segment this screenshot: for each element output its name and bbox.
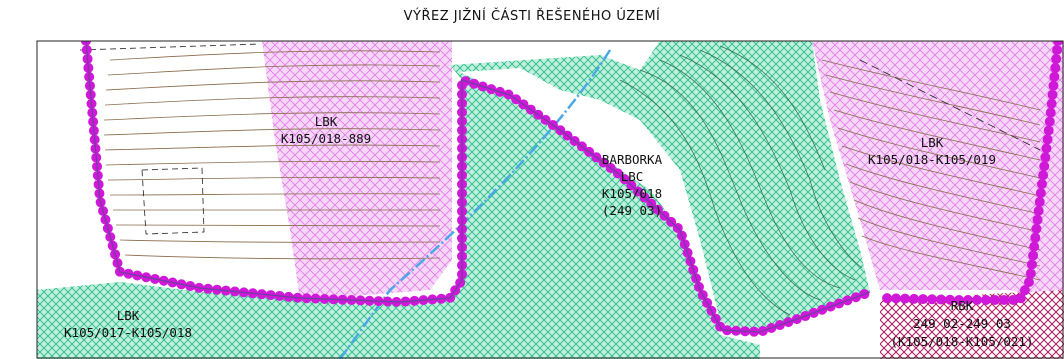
label-barborka-line3: K105/018 [602, 186, 662, 201]
label-lbk-017-line2: K105/017-K105/018 [64, 325, 192, 340]
label-lbk-019-line2: K105/018-K105/019 [868, 152, 996, 167]
label-lbk-019-line1: LBK [921, 135, 944, 150]
label-rbk-line2: 249 02-249 03 [913, 316, 1011, 331]
boundary-right-circles [875, 41, 1063, 305]
label-lbk-017-line1: LBK [117, 308, 140, 323]
parcel-dashed-right [859, 59, 1041, 151]
lbk-889-zone[interactable] [262, 41, 452, 300]
label-lbk-889-line1: LBK [315, 114, 338, 129]
label-lbk-889-line2: K105/018-889 [281, 131, 371, 146]
contour-lines-barborka [619, 45, 863, 316]
parcel-dashed-left [141, 167, 205, 235]
map-title: VÝŘEZ JIŽNÍ ČÁSTI ŘEŠENÉHO ÚZEMÍ [403, 9, 661, 24]
contour-lines-right [821, 59, 1041, 281]
label-rbk-line1: RBK [951, 298, 974, 313]
lbk-019-zone[interactable] [812, 41, 1064, 300]
label-barborka-line1: BARBORKA [602, 152, 663, 167]
map-frame [36, 40, 1064, 359]
rbk-zone[interactable] [880, 290, 1064, 359]
label-rbk-line3: (K105/018-K105/021) [891, 334, 1034, 349]
green-zone-core[interactable] [462, 80, 760, 359]
boundary-lbc-line [85, 41, 871, 333]
parcel-dashed-top [79, 43, 261, 51]
blue-path-line [338, 49, 612, 359]
label-barborka-line4: (249 03) [602, 203, 662, 218]
label-barborka-line2: LBC [621, 169, 644, 184]
